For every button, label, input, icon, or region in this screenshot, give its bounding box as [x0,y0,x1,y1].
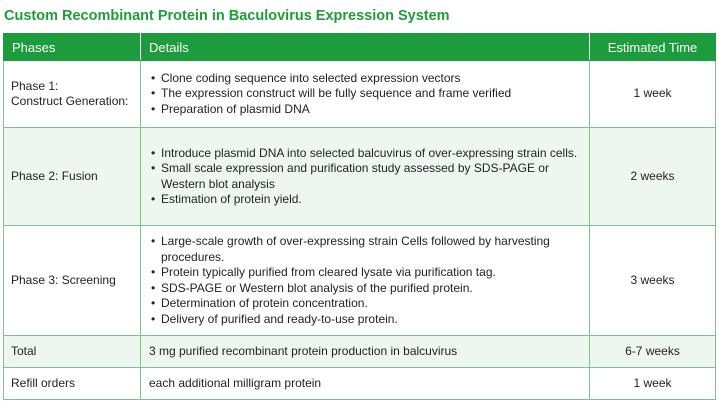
list-item: Preparation of plasmid DNA [149,102,581,118]
pricing-table: Phases Details Estimated Time Phase 1: C… [3,33,716,400]
time-cell: 1 week [589,60,716,128]
details-list: Clone coding sequence into selected expr… [149,71,581,118]
list-item: Determination of protein concentration. [149,296,581,312]
list-item: Protein typically purified from cleared … [149,265,581,281]
details-list: Large-scale growth of over-expressing st… [149,234,581,327]
phase-cell: Phase 2: Fusion [3,127,141,226]
table-row: Phase 3: Screening Large-scale growth of… [3,225,716,336]
page-title: Custom Recombinant Protein in Baculoviru… [4,8,450,24]
details-cell: Large-scale growth of over-expressing st… [140,225,590,336]
phase-label: Phase 1: Construct Generation: [11,78,129,109]
table-row: Refill orders each additional milligram … [3,367,716,400]
phase-label: Total [11,343,37,358]
details-cell: Clone coding sequence into selected expr… [140,60,590,128]
details-cell: Introduce plasmid DNA into selected balc… [140,127,590,226]
list-item: Introduce plasmid DNA into selected balc… [149,146,581,162]
table-row: Total 3 mg purified recombinant protein … [3,335,716,368]
details-cell: 3 mg purified recombinant protein produc… [140,335,590,368]
time-cell: 1 week [589,367,716,400]
phase-cell: Phase 3: Screening [3,225,141,336]
table-row: Phase 2: Fusion Introduce plasmid DNA in… [3,127,716,226]
list-item: Delivery of purified and ready-to-use pr… [149,312,581,328]
table-row: Phase 1: Construct Generation: Clone cod… [3,60,716,128]
details-list: Introduce plasmid DNA into selected balc… [149,146,581,208]
list-item: Small scale expression and purification … [149,161,581,192]
time-cell: 3 weeks [589,225,716,336]
phase-label: Phase 3: Screening [11,272,116,287]
details-cell: each additional milligram protein [140,367,590,400]
header-estimated-time: Estimated Time [589,33,716,61]
list-item: Estimation of protein yield. [149,192,581,208]
phase-label: Refill orders [11,375,76,390]
header-details: Details [140,33,590,61]
time-cell: 6-7 weeks [589,335,716,368]
phase-cell: Phase 1: Construct Generation: [3,60,141,128]
list-item: The expression construct will be fully s… [149,86,581,102]
list-item: SDS-PAGE or Western blot analysis of the… [149,281,581,297]
header-phases: Phases [3,33,141,61]
list-item: Clone coding sequence into selected expr… [149,71,581,87]
phase-cell: Refill orders [3,367,141,400]
time-cell: 2 weeks [589,127,716,226]
list-item: Large-scale growth of over-expressing st… [149,234,581,265]
table-header-row: Phases Details Estimated Time [3,33,716,61]
phase-cell: Total [3,335,141,368]
phase-label: Phase 2: Fusion [11,168,98,183]
